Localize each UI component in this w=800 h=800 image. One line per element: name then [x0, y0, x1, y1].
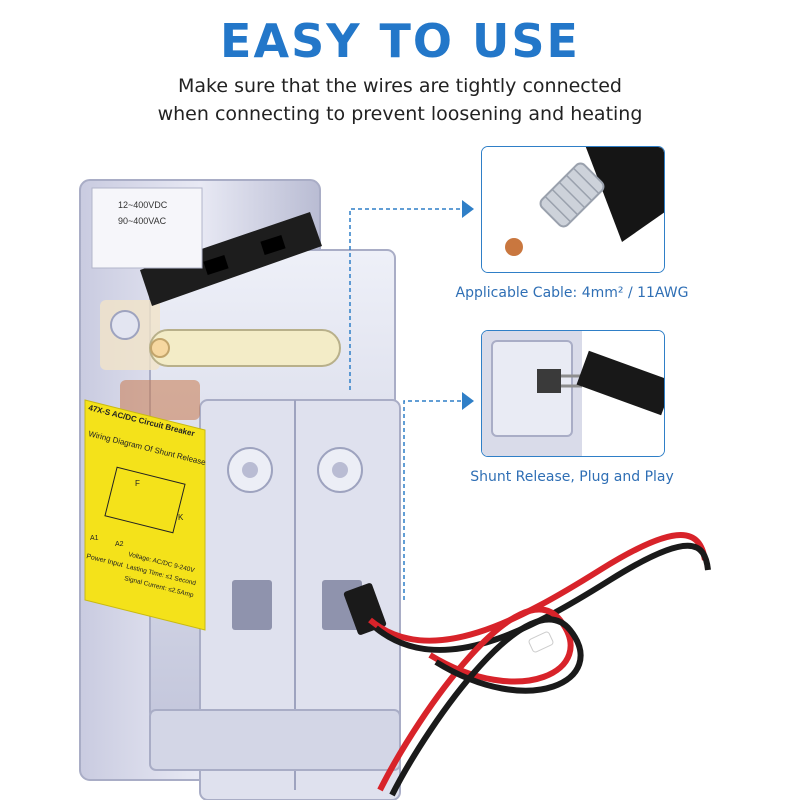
terminal-f-text: F [135, 479, 140, 488]
spec-label: 12~400VDC 90~400VAC [91, 187, 203, 269]
shunt-plug-wires [343, 532, 711, 797]
cable-inset [481, 146, 665, 273]
terminal-k-text: K [178, 513, 184, 522]
terminal-a2-text: A2 [115, 541, 124, 548]
shunt-caption: Shunt Release, Plug and Play [470, 469, 674, 485]
spec-dc-text: 12~400VDC [118, 200, 168, 210]
wiring-diagram-label: 47X-S AC/DC Circuit Breaker Wiring Diagr… [84, 399, 207, 631]
spec-ac-text: 90~400VAC [118, 216, 167, 226]
breaker-handle [140, 212, 341, 367]
page-title: EASY TO USE [220, 14, 580, 68]
shunt-plug-photo [482, 331, 664, 456]
cable-photo [482, 147, 664, 272]
shunt-inset [481, 330, 665, 457]
circuit-breaker-illustration: 12~400VDC 90~400VAC 47X-S AC/DC Circuit … [79, 179, 711, 800]
cable-caption: Applicable Cable: 4mm² / 11AWG [455, 285, 689, 301]
subtitle-line-2: when connecting to prevent loosening and… [157, 103, 643, 125]
page-subtitle: Make sure that the wires are tightly con… [100, 72, 700, 128]
subtitle-line-1: Make sure that the wires are tightly con… [178, 75, 622, 97]
terminal-a1-text: A1 [90, 535, 99, 542]
